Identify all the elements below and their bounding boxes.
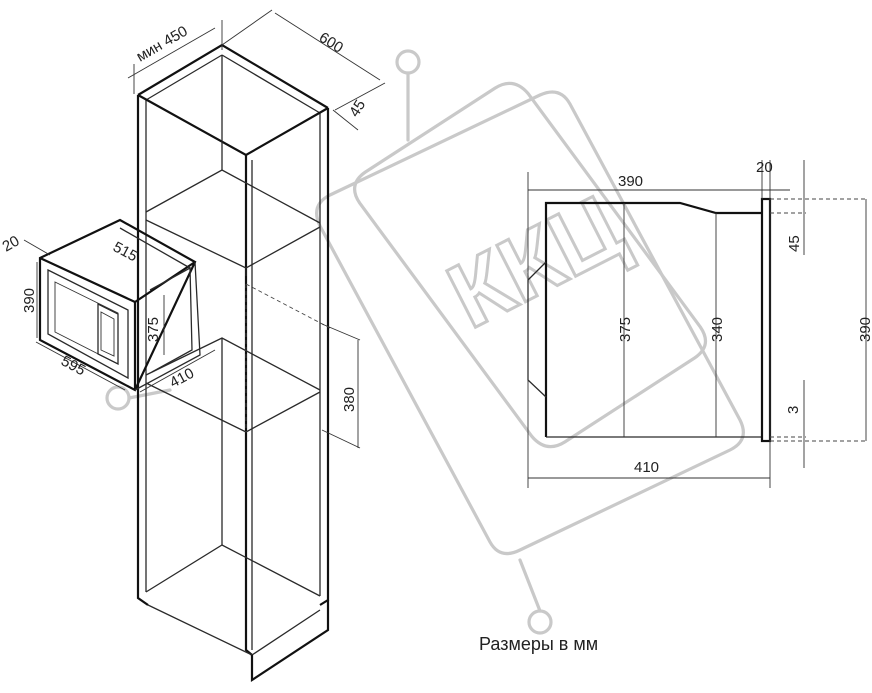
dim-side-bottom-offset: 3 [785, 406, 802, 414]
dim-depth: 600 [316, 29, 346, 57]
watermark: ККЦ [105, 49, 745, 635]
side-view-drawing [527, 160, 868, 488]
dim-oven-body-depth: 410 [167, 365, 197, 392]
dim-side-top-offset: 45 [786, 235, 803, 252]
dim-side-inner-height: 340 [709, 317, 726, 342]
dim-oven-body-width: 515 [110, 239, 140, 266]
side-view-dimensions: 390 20 45 375 340 390 3 410 [528, 159, 872, 479]
dim-side-total-height: 390 [857, 317, 872, 342]
units-caption: Размеры в мм [479, 634, 599, 654]
dim-oven-height: 390 [21, 288, 38, 313]
dim-side-body-height: 375 [617, 317, 634, 342]
dim-min-width: мин 450 [134, 23, 191, 66]
microwave-drawing [38, 218, 201, 392]
dim-setback: 45 [346, 97, 369, 120]
dim-side-total-depth: 410 [634, 459, 659, 476]
dim-oven-body-height: 375 [145, 317, 162, 342]
dim-oven-frame: 20 [0, 232, 22, 255]
dim-niche-height: 380 [341, 387, 358, 412]
dim-side-frame: 20 [756, 159, 773, 176]
cabinet-drawing [136, 43, 331, 683]
dim-side-top-depth: 390 [618, 173, 643, 190]
